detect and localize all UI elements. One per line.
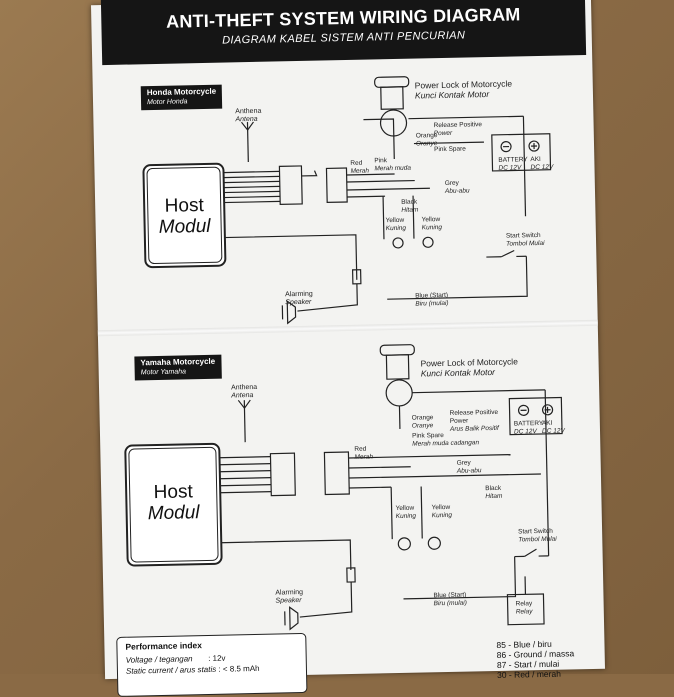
- yamaha-tag-subtitle: Motor Yamaha: [141, 367, 216, 379]
- honda-tag-subtitle: Motor Honda: [147, 97, 217, 108]
- yamaha-start-switch-icon: [403, 549, 550, 599]
- wiring-diagram-sheet: ANTI-THEFT SYSTEM WIRING DIAGRAM DIAGRAM…: [91, 0, 605, 679]
- honda-section-tag: Honda Motorcycle Motor Honda: [141, 85, 223, 111]
- honda-blue-start-label: Blue (Start)Biru (mulai): [415, 292, 449, 309]
- honda-antenna-icon: [241, 122, 254, 162]
- relay-pin-30: 30 - Red / merah: [497, 668, 575, 680]
- honda-start-switch-icon: [386, 250, 527, 299]
- performance-index-box: Performance index Voltage / tegangan : 1…: [116, 633, 307, 697]
- honda-speaker-wire: [224, 235, 362, 325]
- yamaha-section-tag: Yamaha Motorcycle Motor Yamaha: [134, 355, 221, 381]
- yamaha-blue-start-label: Blue (Start)Biru (mulai): [433, 592, 467, 609]
- performance-title: Performance index: [125, 638, 297, 652]
- yamaha-antenna-icon: [238, 400, 251, 442]
- honda-pink-spare-label: Pink Spare: [434, 145, 466, 154]
- yamaha-speaker-wire: [220, 540, 356, 631]
